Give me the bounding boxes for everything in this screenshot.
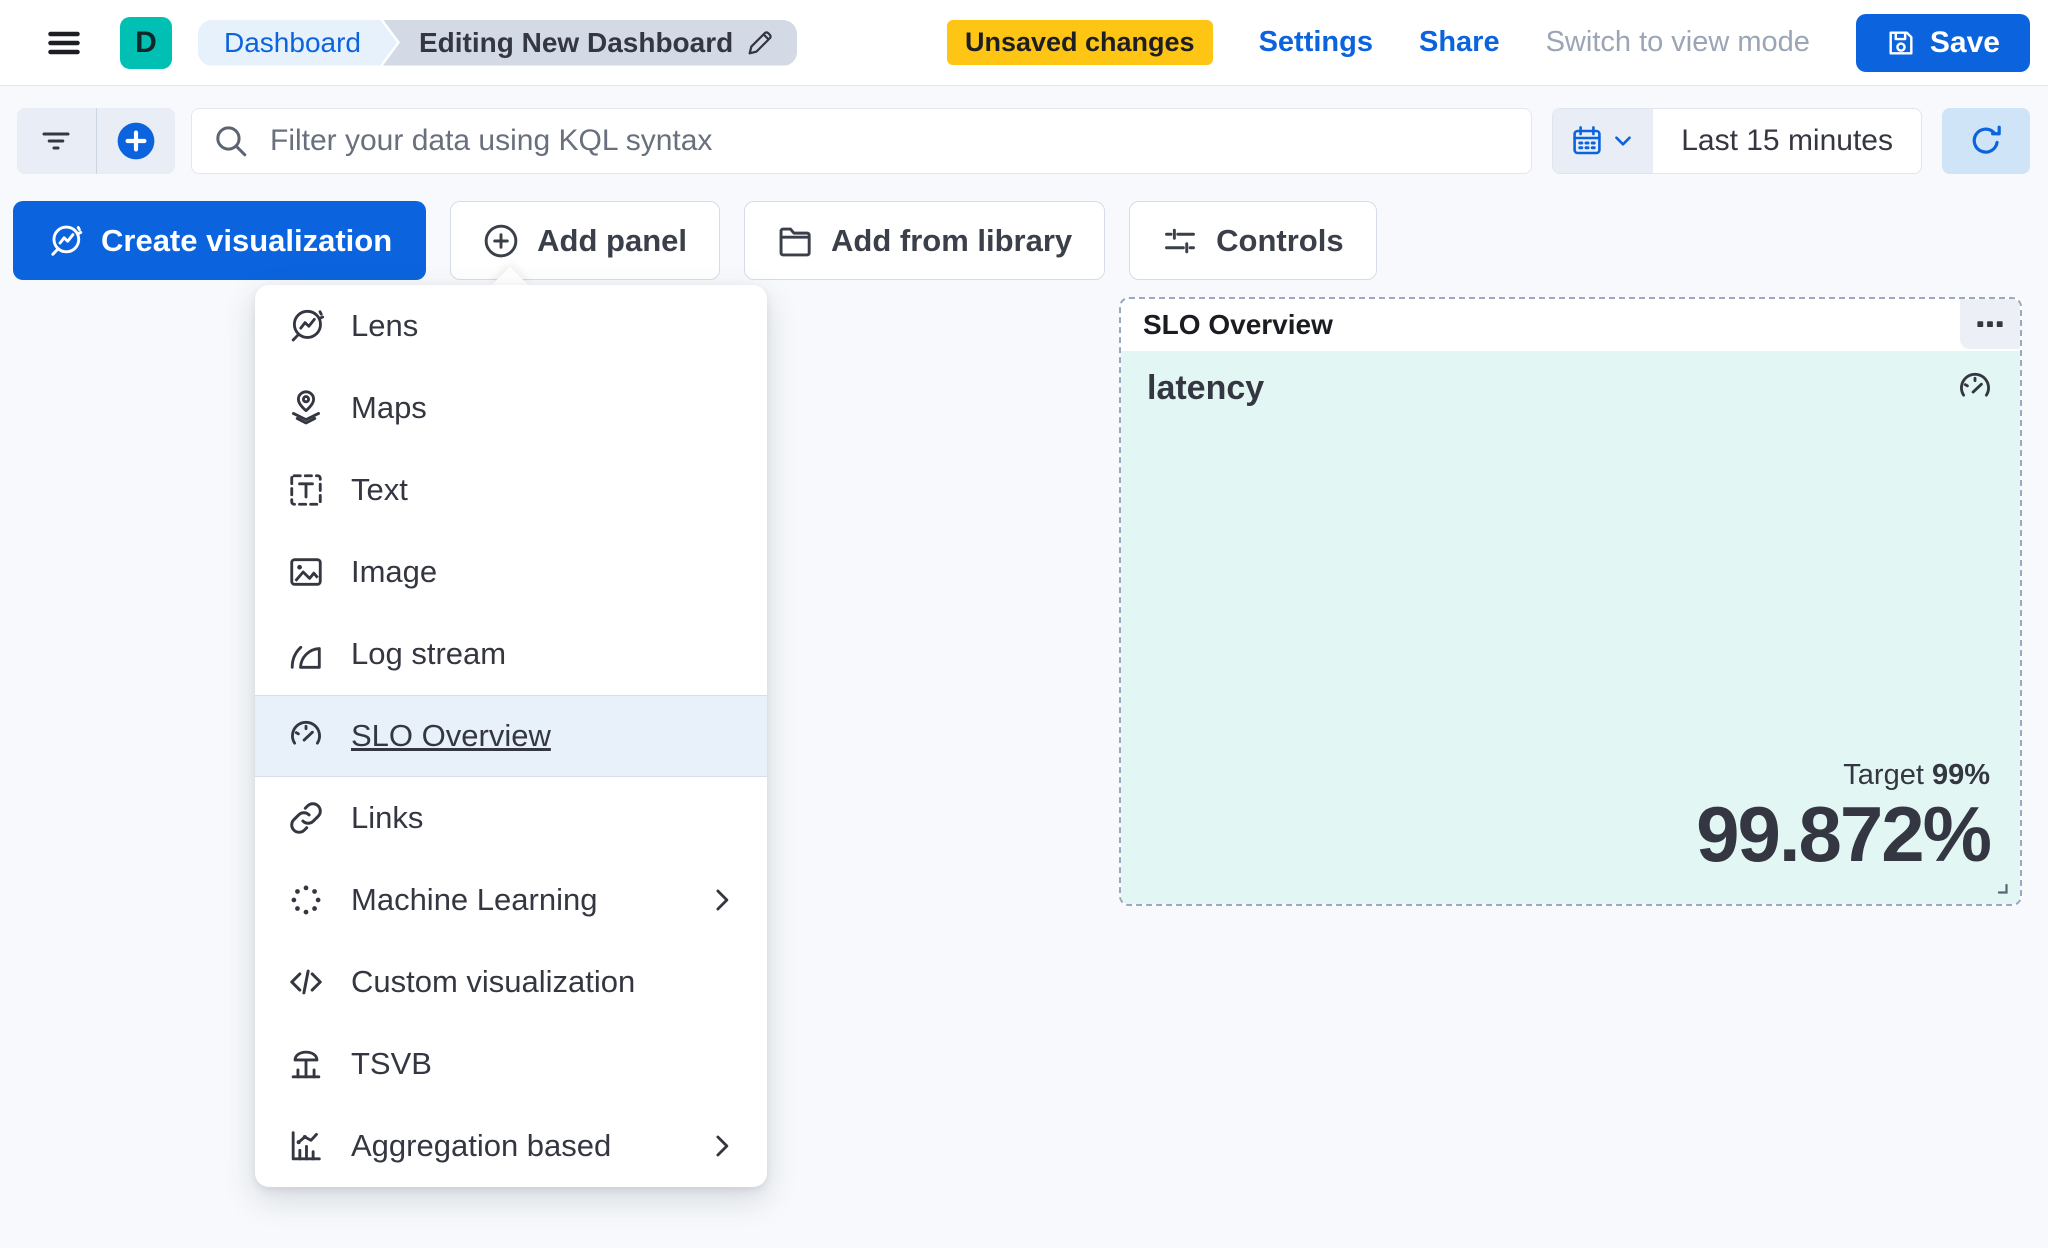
menu-item-links[interactable]: Links [255, 777, 767, 859]
folder-icon [777, 223, 813, 259]
filter-controls-group [17, 108, 175, 174]
panel-options-button[interactable] [1960, 299, 2020, 349]
chevron-right-icon [707, 1131, 737, 1161]
menu-item-label: Links [351, 800, 424, 835]
menu-item-text[interactable]: Text [255, 449, 767, 531]
calendar-icon [1571, 125, 1603, 157]
unsaved-changes-badge: Unsaved changes [946, 20, 1213, 65]
app-header: D Dashboard Editing New Dashboard Unsave… [0, 0, 2048, 86]
slo-value: 99.872% [1696, 790, 1992, 879]
breadcrumb: Dashboard Editing New Dashboard [198, 19, 798, 66]
log-stream-icon [287, 635, 325, 673]
controls-label: Controls [1216, 222, 1344, 258]
pencil-icon [745, 28, 775, 58]
save-button[interactable]: Save [1855, 13, 2030, 72]
time-range-value[interactable]: Last 15 minutes [1681, 124, 1893, 157]
create-visualization-label: Create visualization [101, 222, 393, 258]
slo-target: Target 99% [1696, 759, 1990, 792]
panel-title: SLO Overview [1143, 309, 1333, 340]
menu-item-label: Maps [351, 390, 427, 425]
menu-item-label: SLO Overview [351, 718, 551, 753]
tsvb-icon [287, 1045, 325, 1083]
save-icon [1886, 28, 1916, 58]
share-link[interactable]: Share [1418, 26, 1500, 58]
controls-button[interactable]: Controls [1129, 201, 1377, 280]
time-picker: Last 15 minutes [1552, 108, 1922, 174]
menu-item-machine-learning[interactable]: Machine Learning [255, 859, 767, 941]
kql-search-input[interactable] [270, 124, 1510, 158]
switch-to-view-mode-link[interactable]: Switch to view mode [1545, 26, 1810, 58]
menu-item-lens[interactable]: Lens [255, 285, 767, 367]
menu-item-label: Aggregation based [351, 1128, 612, 1163]
slo-target-value: 99% [1931, 759, 1990, 792]
maps-icon [287, 389, 325, 427]
search-icon [214, 124, 248, 158]
breadcrumb-dashboard[interactable]: Dashboard [198, 20, 397, 66]
header-actions: Unsaved changes Settings Share Switch to… [946, 13, 2030, 72]
menu-item-tsvb[interactable]: TSVB [255, 1023, 767, 1105]
filter-icon [40, 125, 72, 157]
breadcrumb-editing-dashboard[interactable]: Editing New Dashboard [382, 19, 798, 66]
menu-item-image[interactable]: Image [255, 531, 767, 613]
lens-icon [47, 223, 83, 259]
query-bar: Last 15 minutes [17, 108, 2030, 174]
aggregation-icon [287, 1127, 325, 1165]
add-from-library-button[interactable]: Add from library [744, 201, 1106, 280]
menu-item-label: Text [351, 472, 408, 507]
text-icon [287, 471, 325, 509]
chevron-down-icon [1611, 129, 1635, 153]
add-from-library-label: Add from library [831, 222, 1073, 258]
settings-link[interactable]: Settings [1258, 26, 1373, 58]
dashboard-toolbar: Create visualization Add panel Add from … [13, 201, 2030, 280]
filter-menu-button[interactable] [17, 108, 96, 174]
slo-target-label: Target [1843, 759, 1924, 792]
menu-item-aggregation-based[interactable]: Aggregation based [255, 1105, 767, 1187]
sliders-icon [1162, 223, 1198, 259]
hamburger-icon [46, 25, 82, 61]
panel-header: SLO Overview [1121, 299, 2020, 351]
panel-resize-handle[interactable] [1990, 876, 2012, 898]
menu-item-label: Lens [351, 308, 419, 343]
image-icon [287, 553, 325, 591]
save-button-label: Save [1929, 25, 2000, 59]
slo-gauge-icon [287, 717, 325, 755]
breadcrumb-label: Editing New Dashboard [418, 26, 734, 58]
chevron-right-icon [707, 885, 737, 915]
gauge-icon [1956, 369, 1994, 407]
menu-item-label: TSVB [351, 1046, 432, 1081]
menu-item-custom-visualization[interactable]: Custom visualization [255, 941, 767, 1023]
plus-in-circle-icon [483, 223, 519, 259]
lens-icon [287, 307, 325, 345]
add-panel-button[interactable]: Add panel [450, 201, 720, 280]
links-icon [287, 799, 325, 837]
slo-metric-block: Target 99% 99.872% [1696, 759, 1992, 879]
refresh-icon [1969, 124, 2003, 158]
create-visualization-button[interactable]: Create visualization [13, 201, 427, 280]
menu-item-maps[interactable]: Maps [255, 367, 767, 449]
menu-item-label: Machine Learning [351, 882, 598, 917]
add-panel-label: Add panel [537, 222, 687, 258]
machine-learning-icon [287, 881, 325, 919]
menu-item-slo-overview[interactable]: SLO Overview [255, 695, 767, 777]
slo-overview-panel[interactable]: SLO Overview latency Target 99% 99.872% [1119, 297, 2022, 906]
deployment-badge[interactable]: D [120, 16, 172, 69]
kql-search-box [191, 108, 1533, 174]
add-filter-button[interactable] [95, 108, 176, 174]
menu-item-label: Log stream [351, 636, 507, 671]
boxes-horizontal-icon [1974, 308, 2006, 340]
time-picker-calendar-button[interactable] [1553, 109, 1654, 173]
menu-item-log-stream[interactable]: Log stream [255, 613, 767, 695]
slo-name: latency [1147, 369, 1265, 407]
menu-item-label: Image [351, 554, 438, 589]
slo-panel-content: latency Target 99% 99.872% [1121, 351, 2020, 904]
plus-circle-icon [115, 120, 157, 162]
menu-item-label: Custom visualization [351, 964, 636, 999]
refresh-button[interactable] [1942, 108, 2030, 174]
menu-hamburger-button[interactable] [36, 15, 92, 71]
code-icon [287, 963, 325, 1001]
